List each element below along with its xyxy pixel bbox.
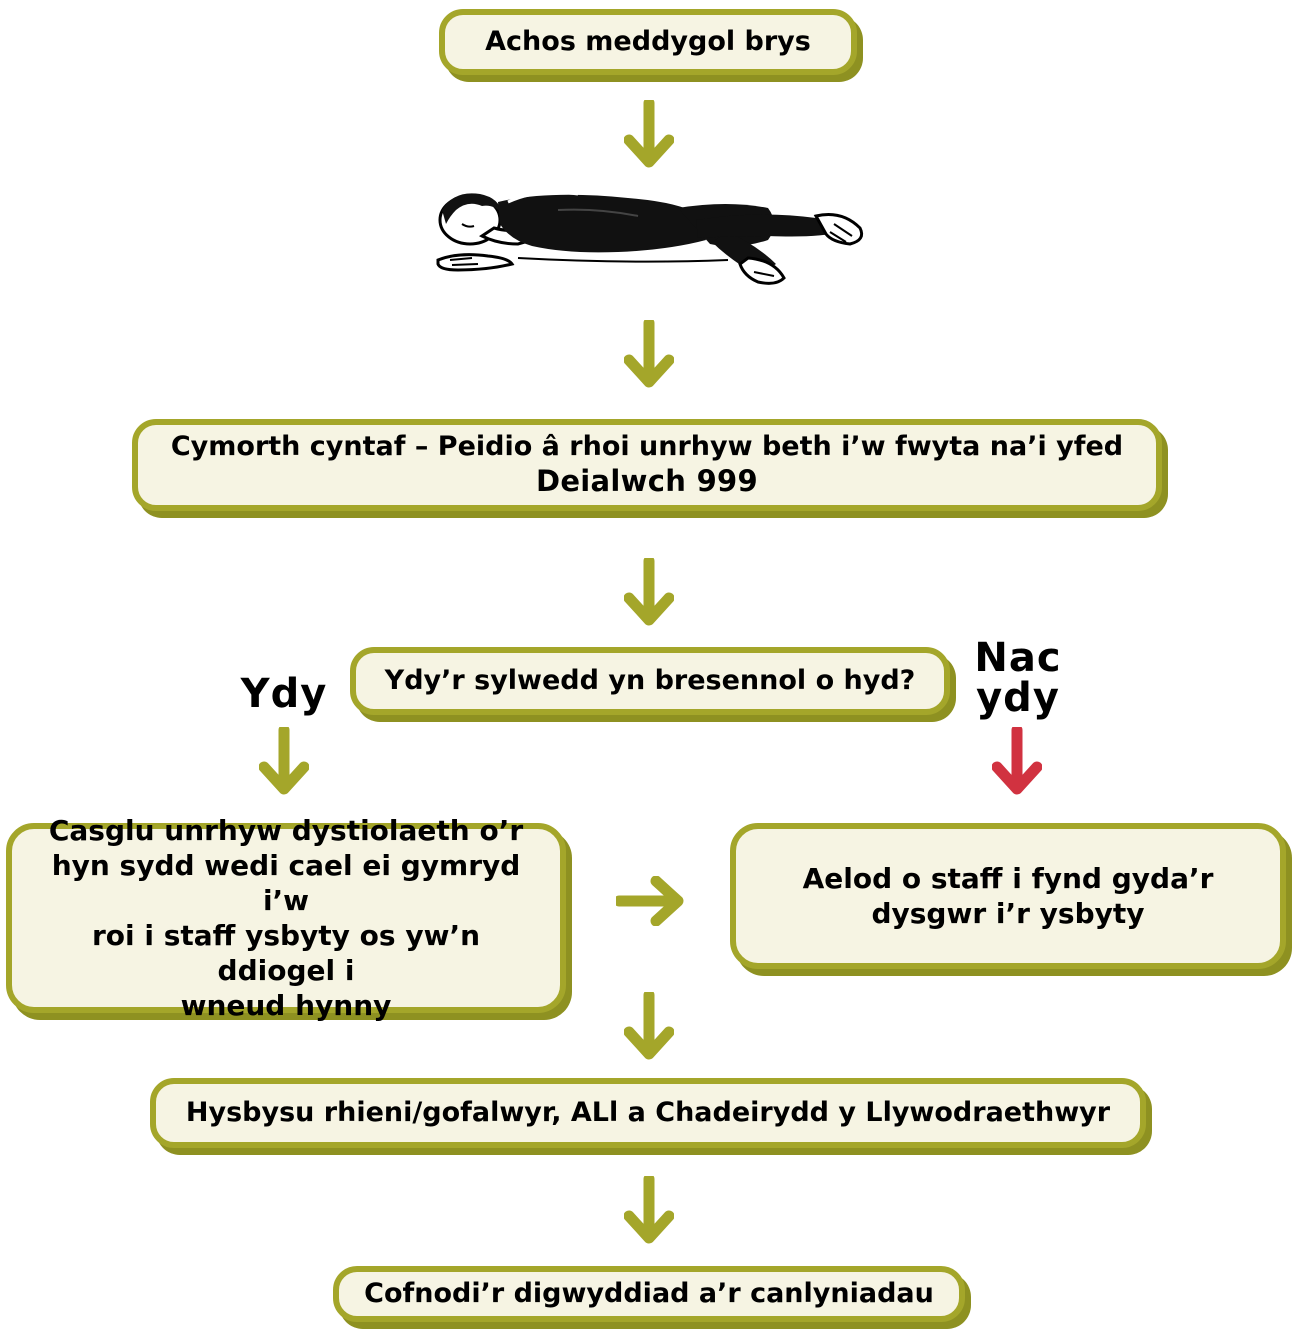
arrow-down-icon	[624, 558, 674, 626]
step-first-aid-box: Cymorth cyntaf – Peidio â rhoi unrhyw be…	[132, 419, 1162, 511]
recovery-position-person-icon	[436, 190, 864, 285]
step-record-box: Cofnodi’r digwyddiad a’r canlyniadau	[333, 1266, 965, 1322]
arrow-down-icon	[624, 320, 674, 388]
arrow-down-icon	[624, 1176, 674, 1244]
step-call-999-text: Deialwch 999	[535, 463, 759, 498]
collect-evidence-line: wneud hynny	[180, 989, 392, 1022]
staff-escort-line: dysgwr i’r ysbyty	[871, 897, 1145, 930]
step-staff-escort-box: Aelod o staff i fynd gyda’r dysgwr i’r y…	[730, 823, 1286, 969]
step-collect-evidence-box: Casglu unrhyw dystiolaeth o’r hyn sydd w…	[6, 814, 566, 1022]
collect-evidence-line: Casglu unrhyw dystiolaeth o’r	[48, 814, 524, 847]
step-emergency-text: Achos meddygol brys	[485, 25, 811, 57]
decision-question-text: Ydy’r sylwedd yn bresennol o hyd?	[384, 664, 916, 696]
collect-evidence-line: roi i staff ysbyty os yw’n ddiogel i	[91, 919, 481, 987]
step-inform-box: Hysbysu rhieni/gofalwyr, ALl a Chadeiryd…	[150, 1078, 1146, 1148]
step-record-text: Cofnodi’r digwyddiad a’r canlyniadau	[364, 1277, 934, 1309]
staff-escort-line: Aelod o staff i fynd gyda’r	[802, 862, 1214, 895]
arrow-right-icon	[616, 876, 684, 926]
step-first-aid-text: Cymorth cyntaf – Peidio â rhoi unrhyw be…	[170, 430, 1124, 462]
arrow-down-icon	[259, 727, 309, 795]
arrow-down-icon	[624, 992, 674, 1060]
arrow-down-icon	[624, 100, 674, 168]
step-emergency-box: Achos meddygol brys	[439, 9, 857, 75]
decision-question-box: Ydy’r sylwedd yn bresennol o hyd?	[350, 647, 950, 715]
step-inform-text: Hysbysu rhieni/gofalwyr, ALl a Chadeiryd…	[185, 1096, 1111, 1128]
branch-yes-label: Ydy	[240, 671, 328, 717]
collect-evidence-line: hyn sydd wedi cael ei gymryd i’w	[51, 849, 521, 917]
arrow-down-icon	[992, 727, 1042, 795]
branch-no-label: Nac ydy	[974, 635, 1062, 721]
